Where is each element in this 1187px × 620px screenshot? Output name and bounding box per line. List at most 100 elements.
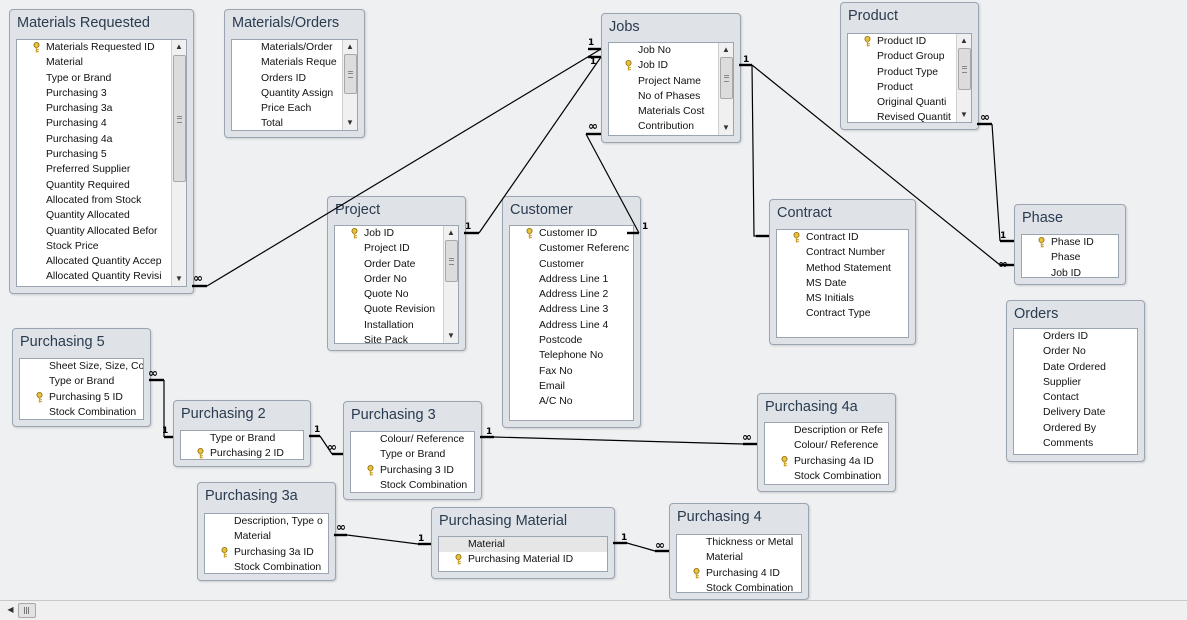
vertical-scrollbar[interactable]: ▲▼ (171, 40, 186, 286)
arrow-down-icon[interactable]: ▼ (957, 108, 971, 122)
field-row[interactable]: Stock Combination (20, 405, 143, 419)
field-row[interactable]: Contact (1014, 390, 1137, 405)
field-row[interactable]: Address Line 4 (510, 318, 633, 333)
table-title[interactable]: Contract (777, 205, 832, 221)
arrow-down-icon[interactable]: ▼ (444, 329, 458, 343)
scrollbar-thumb[interactable] (173, 55, 186, 182)
field-row[interactable]: Description, Type o (205, 514, 328, 529)
vertical-scrollbar[interactable]: ▲▼ (443, 226, 458, 343)
field-row[interactable]: Telephone No (510, 348, 633, 363)
field-row[interactable]: Customer Referenc (510, 241, 633, 256)
arrow-up-icon[interactable]: ▲ (343, 40, 357, 54)
field-row[interactable]: Stock Combination (351, 478, 474, 492)
field-row[interactable]: Purchasing 5 (17, 147, 171, 162)
field-row[interactable]: Job ID (335, 226, 443, 241)
field-row[interactable]: Contract Type (777, 306, 908, 321)
field-row[interactable]: Job ID (1022, 266, 1118, 277)
field-row[interactable]: Product (848, 80, 956, 95)
field-row[interactable]: Order No (1014, 344, 1137, 359)
table-title[interactable]: Purchasing 5 (20, 334, 105, 350)
table-title[interactable]: Customer (510, 202, 573, 218)
horizontal-scrollbar[interactable]: ◀ (0, 600, 1187, 620)
field-row[interactable]: Project Name (609, 74, 718, 89)
field-row[interactable]: Date Ordered (1014, 360, 1137, 375)
field-row[interactable]: Allocated Quantity Accep (17, 254, 171, 269)
field-row[interactable]: Email (510, 379, 633, 394)
field-row[interactable]: Purchasing 4 (17, 116, 171, 131)
scrollbar-thumb[interactable] (18, 603, 36, 618)
arrow-down-icon[interactable]: ▼ (172, 272, 186, 286)
vertical-scrollbar[interactable]: ▲▼ (342, 40, 357, 130)
field-row[interactable]: No of Phases (609, 89, 718, 104)
arrow-up-icon[interactable]: ▲ (957, 34, 971, 48)
field-row[interactable]: Purchasing 3a ID (205, 545, 328, 560)
field-row[interactable]: Sheet Size, Size, Co (20, 359, 143, 374)
field-row[interactable]: Phase ID (1022, 235, 1118, 250)
field-row[interactable]: Contribution (609, 119, 718, 134)
field-row[interactable]: Postcode (510, 333, 633, 348)
field-row[interactable]: Quantity Required (17, 178, 171, 193)
field-row[interactable]: Purchasing 2 ID (181, 446, 303, 459)
field-row[interactable]: Site Pack (335, 333, 443, 343)
field-row[interactable]: Orders ID (1014, 329, 1137, 344)
arrow-up-icon[interactable]: ▲ (172, 40, 186, 54)
field-row[interactable]: Materials Requested ID (17, 40, 171, 55)
field-row[interactable]: Materials/Order (232, 40, 342, 55)
table-title[interactable]: Materials Requested (17, 15, 150, 31)
scrollbar-thumb[interactable] (958, 48, 971, 90)
field-row[interactable]: Purchasing 3 ID (351, 463, 474, 478)
field-row[interactable]: Job No (609, 43, 718, 58)
vertical-scrollbar[interactable]: ▲▼ (718, 43, 733, 135)
arrow-up-icon[interactable]: ▲ (444, 226, 458, 240)
field-row[interactable]: Price Each (232, 101, 342, 116)
table-title[interactable]: Purchasing 3 (351, 407, 436, 423)
field-row[interactable]: Materials Reque (232, 55, 342, 70)
field-row[interactable]: Allocated Quantity Revisi (17, 269, 171, 284)
table-title[interactable]: Orders (1014, 306, 1059, 322)
table-title[interactable]: Purchasing 4 (677, 509, 762, 525)
field-row[interactable]: Orders ID (232, 71, 342, 86)
field-row[interactable]: Revised Quantit (848, 110, 956, 122)
field-row[interactable]: Comments (1014, 436, 1137, 451)
field-row[interactable]: Project ID (335, 241, 443, 256)
field-row[interactable]: Quantity Allocated Befor (17, 224, 171, 239)
field-row[interactable]: Type or Brand (17, 71, 171, 86)
field-row[interactable]: Total (232, 116, 342, 130)
field-row[interactable]: Material (439, 537, 607, 553)
field-row[interactable]: Installation (335, 318, 443, 333)
table-title[interactable]: Product (848, 8, 898, 24)
table-title[interactable]: Project (335, 202, 381, 218)
field-row[interactable]: Delivery Date (1014, 405, 1137, 420)
scrollbar-thumb[interactable] (720, 57, 733, 99)
field-row[interactable]: MS Date (777, 276, 908, 291)
table-title[interactable]: Phase (1022, 210, 1064, 226)
field-row[interactable]: Fax No (510, 364, 633, 379)
field-row[interactable]: Stock Combination (205, 560, 328, 573)
field-row[interactable]: Description or Refe (765, 423, 888, 438)
field-row[interactable]: Quote Revision (335, 302, 443, 317)
scrollbar-thumb[interactable] (445, 240, 458, 282)
field-row[interactable]: Order No (335, 272, 443, 287)
field-row[interactable]: Product ID (848, 34, 956, 49)
field-row[interactable]: Purchasing 3 (17, 86, 171, 101)
field-row[interactable]: Ordered By (1014, 421, 1137, 436)
vertical-scrollbar[interactable]: ▲▼ (956, 34, 971, 122)
